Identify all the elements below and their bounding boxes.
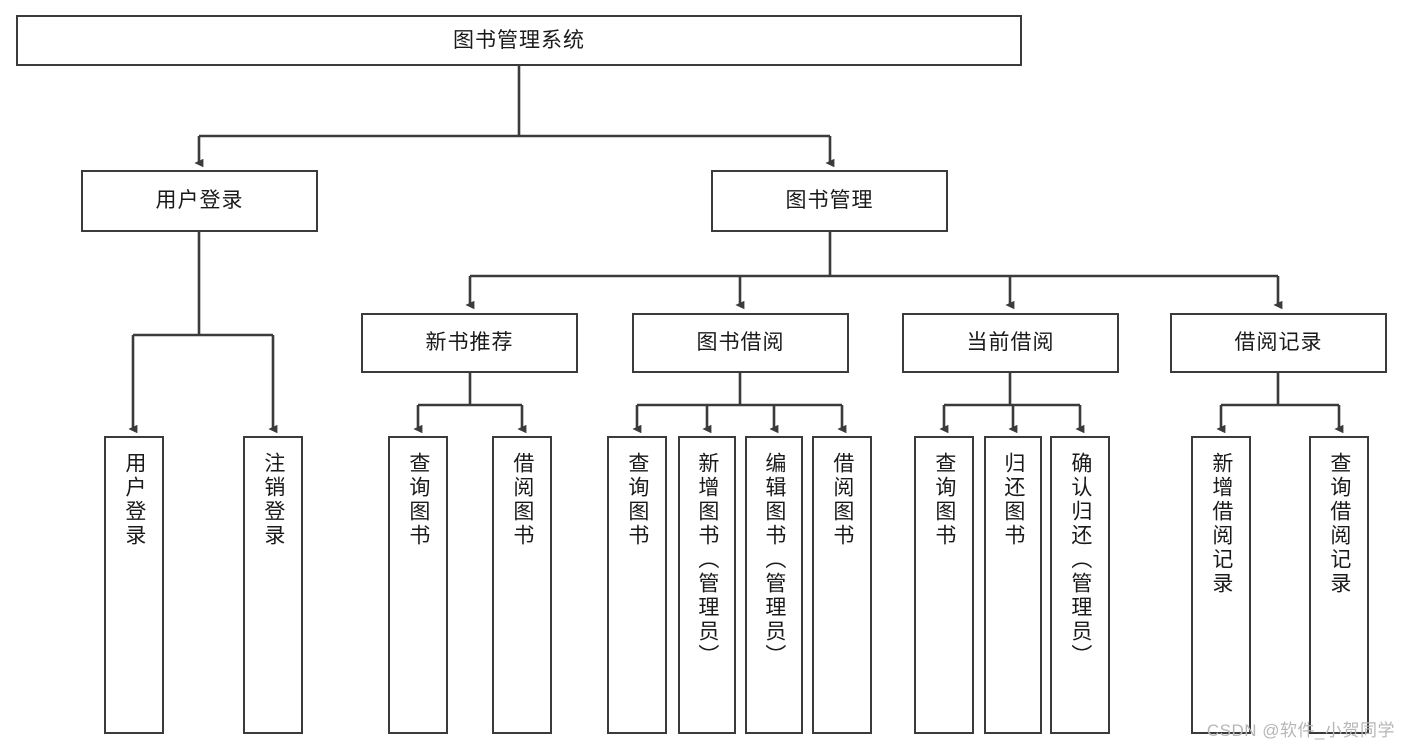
- node-label: 新增图书（管理员）: [695, 452, 719, 668]
- node-label: 确认归还（管理员）: [1068, 452, 1092, 668]
- node-label: 图书管理系统: [453, 28, 585, 52]
- node-label: 查询图书: [406, 452, 430, 548]
- node-label: 当前借阅: [966, 331, 1055, 355]
- leaf-current-query-book[interactable]: 查询图书: [914, 436, 974, 734]
- node-book-borrow[interactable]: 图书借阅: [632, 313, 849, 373]
- leaf-user-login-signout[interactable]: 注销登录: [243, 436, 303, 734]
- node-label: 借阅图书: [830, 452, 854, 548]
- node-label: 图书管理: [785, 189, 874, 213]
- node-book-management[interactable]: 图书管理: [711, 170, 948, 232]
- leaf-borrow-query-book[interactable]: 查询图书: [607, 436, 667, 734]
- leaf-borrow-borrow-book[interactable]: 借阅图书: [812, 436, 872, 734]
- node-label: 用户登录: [122, 452, 146, 548]
- node-root-system[interactable]: 图书管理系统: [16, 15, 1022, 66]
- leaf-user-login-signin[interactable]: 用户登录: [104, 436, 164, 734]
- node-label: 图书借阅: [696, 331, 785, 355]
- node-label: 编辑图书（管理员）: [762, 452, 786, 668]
- node-label: 查询图书: [625, 452, 649, 548]
- leaf-current-return-book[interactable]: 归还图书: [984, 436, 1042, 734]
- node-label: 新增借阅记录: [1209, 452, 1233, 596]
- leaf-record-add-record[interactable]: 新增借阅记录: [1191, 436, 1251, 734]
- leaf-borrow-edit-book-admin[interactable]: 编辑图书（管理员）: [745, 436, 803, 734]
- leaf-current-confirm-return-admin[interactable]: 确认归还（管理员）: [1050, 436, 1110, 734]
- node-label: 用户登录: [155, 189, 244, 213]
- node-label: 注销登录: [261, 452, 285, 548]
- csdn-watermark: CSDN @软件_小贺同学: [1206, 721, 1395, 740]
- node-label: 新书推荐: [425, 331, 514, 355]
- leaf-borrow-add-book-admin[interactable]: 新增图书（管理员）: [678, 436, 736, 734]
- node-label: 借阅图书: [510, 452, 534, 548]
- node-label: 借阅记录: [1234, 331, 1323, 355]
- leaf-recommend-query-book[interactable]: 查询图书: [388, 436, 448, 734]
- node-label: 归还图书: [1001, 452, 1025, 548]
- node-label: 查询图书: [932, 452, 956, 548]
- node-new-book-recommend[interactable]: 新书推荐: [361, 313, 578, 373]
- node-borrow-record[interactable]: 借阅记录: [1170, 313, 1387, 373]
- leaf-record-query-record[interactable]: 查询借阅记录: [1309, 436, 1369, 734]
- node-label: 查询借阅记录: [1327, 452, 1351, 596]
- node-user-login[interactable]: 用户登录: [81, 170, 318, 232]
- leaf-recommend-borrow-book[interactable]: 借阅图书: [492, 436, 552, 734]
- node-current-borrow[interactable]: 当前借阅: [902, 313, 1119, 373]
